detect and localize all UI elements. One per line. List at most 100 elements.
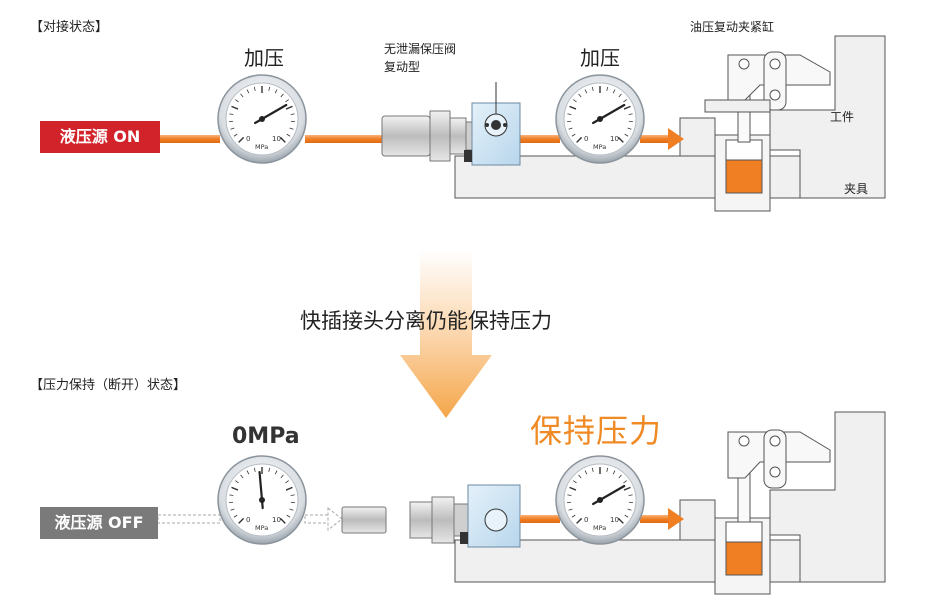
gauge-tick [280,93,284,98]
gauge-tick [573,99,577,103]
gauge-tick [628,494,633,496]
gauge-tick [576,517,583,524]
gauge-tick [617,136,624,143]
gauge-tick [568,508,573,511]
gauge-tick [253,467,256,472]
gauge-tick [617,517,624,524]
gauge-tick [285,486,293,491]
gauge-unit-label: MPa [255,524,268,532]
gauge-tick [240,93,244,98]
gauge-tick [578,474,582,479]
gauge-tick [290,494,295,496]
middle-caption: 快插接头分离仍能保持压力 [300,309,552,333]
gauge-unit-label: MPa [255,143,268,151]
gauge-tick [612,89,616,94]
gauge-tick [623,99,627,103]
gauge-tick [612,470,616,475]
workpiece-label: 工件 [830,110,855,124]
gauge-tick [571,514,576,518]
quick-coupler-connected [381,110,479,162]
gauge-hub [259,497,265,503]
gauge-tick [289,127,294,130]
empty-pipe-bottom [157,506,343,532]
gauge-hub [597,497,603,503]
gauge-tick [268,86,271,91]
gauge-tick [591,467,594,472]
top-section-label: 【对接状态】 [30,20,109,35]
down-arrow [400,250,492,418]
gauge-tick [285,105,293,110]
gauge-tick [606,467,609,472]
gauge-tick [618,474,622,479]
bottom-section-label: 【压力保持（断开）状态】 [30,378,187,393]
gauge-unit-label: MPa [593,143,606,151]
gauge-tick [233,514,238,518]
gauge-max-label: 10 [610,516,619,524]
cylinder-label: 油压复动夹紧缸 [690,20,775,34]
gauge-max-label: 10 [272,516,281,524]
valve-label-line1: 无泄漏保压阀 [384,42,457,56]
gauge-tick [628,113,633,115]
gauge-max-label: 10 [272,135,281,143]
gauge-tick [279,136,286,143]
gauge-tick [230,127,235,130]
gauge-hub [259,116,265,122]
gauge-tick [289,508,294,511]
gauge-tick [285,99,289,103]
gauge-tick [567,494,572,496]
hold-pressure-label: 保持压力 [530,412,663,450]
gauge-tick [233,133,238,137]
gauge-tick [624,133,629,137]
gauge-tick [246,470,250,475]
gauge-tick [578,93,582,98]
top-gauge-left-label: 加压 [244,46,284,70]
gauge-tick [286,514,291,518]
gauge-tick [569,486,577,491]
gauge-tick [573,480,577,484]
top-gauge-right-label: 加压 [580,46,620,70]
gauge-tick [290,113,295,115]
gauge-tick [591,86,594,91]
gauge-unit-label: MPa [593,524,606,532]
gauge-tick [246,89,250,94]
gauge-tick [274,89,278,94]
gauge-tick [584,470,588,475]
gauge-tick [231,105,239,110]
gauge-tick [238,517,245,524]
gauge-tick [253,86,256,91]
fixture-bottom [454,411,886,595]
gauge-tick [623,486,631,491]
fixture-label: 夹具 [844,182,869,196]
gauge-tick [286,133,291,137]
gauge-tick [229,113,234,115]
gauge-tick [571,133,576,137]
gauge-tick [238,136,245,143]
gauge-tick [567,113,572,115]
gauge-min-label: 0 [246,516,250,524]
gauge-tick [627,508,632,511]
gauge-tick [606,86,609,91]
valve-label-line2: 复动型 [384,60,421,74]
gauge-min-label: 0 [584,135,588,143]
gauge-min-label: 0 [584,516,588,524]
gauge-tick [618,93,622,98]
gauge-tick [568,127,573,130]
oil-pipe-top [160,128,684,150]
gauge-tick [240,474,244,479]
gauge-tick [285,480,289,484]
gauge-tick [268,467,271,472]
non-leak-valve-bottom [460,484,521,548]
gauge-tick [279,517,286,524]
gauge-min-label: 0 [246,135,250,143]
fixture-top [454,35,886,212]
gauge-tick [569,105,577,110]
quick-coupler-disconnected [341,496,469,544]
gauge-tick [576,136,583,143]
gauge-tick [231,486,239,491]
non-leak-valve-top [464,82,521,166]
oil-pipe-bottom [520,508,684,530]
